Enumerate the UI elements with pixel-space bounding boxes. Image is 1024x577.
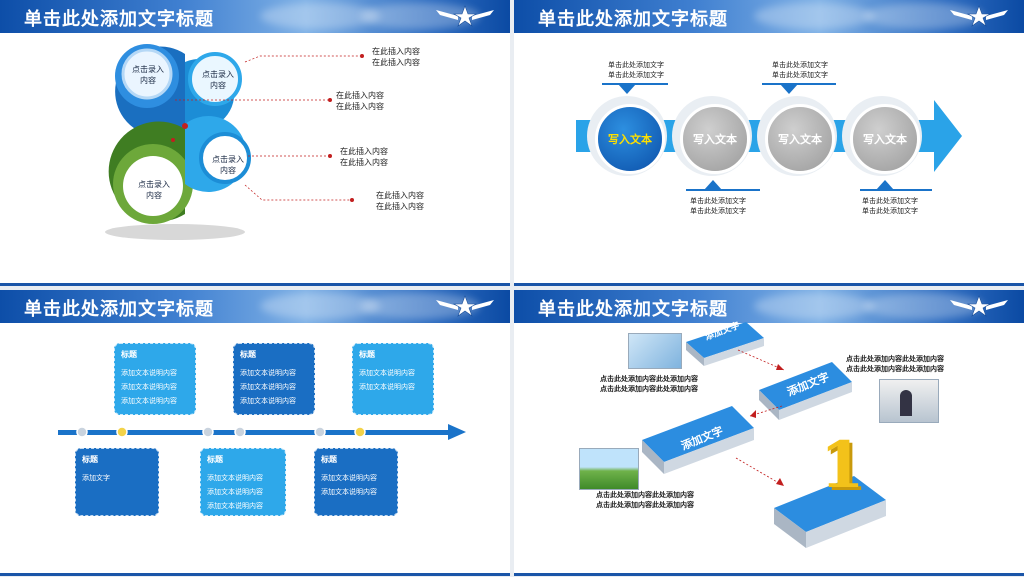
photo-businessman: [879, 379, 939, 423]
clover-diagram: [105, 44, 251, 240]
content-text: 点击此处添加内容此处添加内容 点击此处添加内容此处添加内容: [846, 355, 944, 373]
card-title: 标题: [207, 455, 223, 464]
content-text: 点击此处添加内容此处添加内容 点击此处添加内容此处添加内容: [596, 491, 694, 509]
slide-header: 单击此处添加文字标题: [0, 0, 510, 33]
step-caption: 单击此处添加文字 单击此处添加文字: [772, 61, 828, 79]
petal-label: 点击录入内容: [202, 70, 234, 90]
content-text: 点击此处添加内容此处添加内容 点击此处添加内容此处添加内容: [600, 375, 698, 393]
connector-lines: [175, 54, 364, 202]
wings-logo-icon: [436, 295, 494, 317]
card-title: 标题: [359, 350, 375, 359]
card-body: 添加文本说明内容 添加文本说明内容 添加文本说明内容: [121, 369, 177, 405]
step-circle[interactable]: 写入文本: [680, 104, 750, 174]
slide-footer: [0, 283, 510, 286]
photo-hands: [628, 333, 682, 369]
callout-text: 在此插入内容 在此插入内容: [376, 191, 424, 211]
callout-text: 在此插入内容 在此插入内容: [372, 47, 420, 67]
slide-2[interactable]: 单击此处添加文字标题 写入文本 写入文本 写入文本 写入文本 单击此处添加文字 …: [514, 0, 1024, 286]
slide-header: 单击此处添加文字标题: [514, 0, 1024, 33]
wings-logo-icon: [950, 5, 1008, 27]
timeline-card[interactable]: 标题 添加文本说明内容 添加文本说明内容 添加文本说明内容: [200, 448, 286, 516]
slide-footer: [0, 573, 510, 576]
slide-title: 单击此处添加文字标题: [538, 9, 728, 30]
step-caption: 单击此处添加文字 单击此处添加文字: [690, 197, 746, 215]
callout-text: 在此插入内容 在此插入内容: [340, 147, 388, 167]
step-circle[interactable]: 写入文本: [765, 104, 835, 174]
petal-label: 点击录入内容: [138, 180, 170, 200]
slide-1[interactable]: 单击此处添加文字标题 点击录入内容 点击录入内容 点击录入内容 点击录入内容: [0, 0, 510, 286]
wings-logo-icon: [436, 5, 494, 27]
callout-text: 在此插入内容 在此插入内容: [336, 91, 384, 111]
petal-label: 点击录入内容: [132, 65, 164, 85]
timeline-card[interactable]: 标题 添加文本说明内容 添加文本说明内容 添加文本说明内容: [114, 343, 196, 415]
photo-landscape: [579, 448, 639, 490]
number-one: 1: [820, 428, 865, 503]
slide-header: 单击此处添加文字标题: [0, 290, 510, 323]
card-title: 标题: [121, 350, 137, 359]
card-title: 标题: [321, 455, 337, 464]
timeline-card[interactable]: 标题 添加文本说明内容 添加文本说明内容: [314, 448, 398, 516]
card-body: 添加文本说明内容 添加文本说明内容 添加文本说明内容: [207, 474, 263, 510]
slide-title: 单击此处添加文字标题: [538, 299, 728, 320]
timeline-card[interactable]: 标题 添加文本说明内容 添加文本说明内容: [352, 343, 434, 415]
wings-logo-icon: [950, 295, 1008, 317]
slide-title: 单击此处添加文字标题: [24, 299, 214, 320]
card-title: 标题: [240, 350, 256, 359]
slide-footer: [514, 283, 1024, 286]
card-body: 添加文字: [82, 474, 110, 482]
timeline-card[interactable]: 标题 添加文本说明内容 添加文本说明内容 添加文本说明内容: [233, 343, 315, 415]
slide-3[interactable]: 单击此处添加文字标题 标题 添加文本说明内容 添加文本说明内容 添加文本说明内容…: [0, 290, 510, 576]
card-body: 添加文本说明内容 添加文本说明内容: [359, 369, 415, 391]
step-caption: 单击此处添加文字 单击此处添加文字: [862, 197, 918, 215]
step-circle[interactable]: 写入文本: [850, 104, 920, 174]
slide-header: 单击此处添加文字标题: [514, 290, 1024, 323]
iso-blocks: [642, 322, 886, 548]
card-body: 添加文本说明内容 添加文本说明内容 添加文本说明内容: [240, 369, 296, 405]
slide-footer: [514, 573, 1024, 576]
step-circle-active[interactable]: 写入文本: [595, 104, 665, 174]
card-title: 标题: [82, 455, 98, 464]
step-caption: 单击此处添加文字 单击此处添加文字: [608, 61, 664, 79]
timeline-axis: [58, 424, 466, 440]
timeline-card[interactable]: 标题 添加文字: [75, 448, 159, 516]
slide-4[interactable]: 单击此处添加文字标题 添加文字 添加文字 添加文字 1 点击此处添加内容: [514, 290, 1024, 576]
card-body: 添加文本说明内容 添加文本说明内容: [321, 474, 377, 496]
slide-title: 单击此处添加文字标题: [24, 9, 214, 30]
petal-label: 点击录入内容: [212, 155, 244, 175]
